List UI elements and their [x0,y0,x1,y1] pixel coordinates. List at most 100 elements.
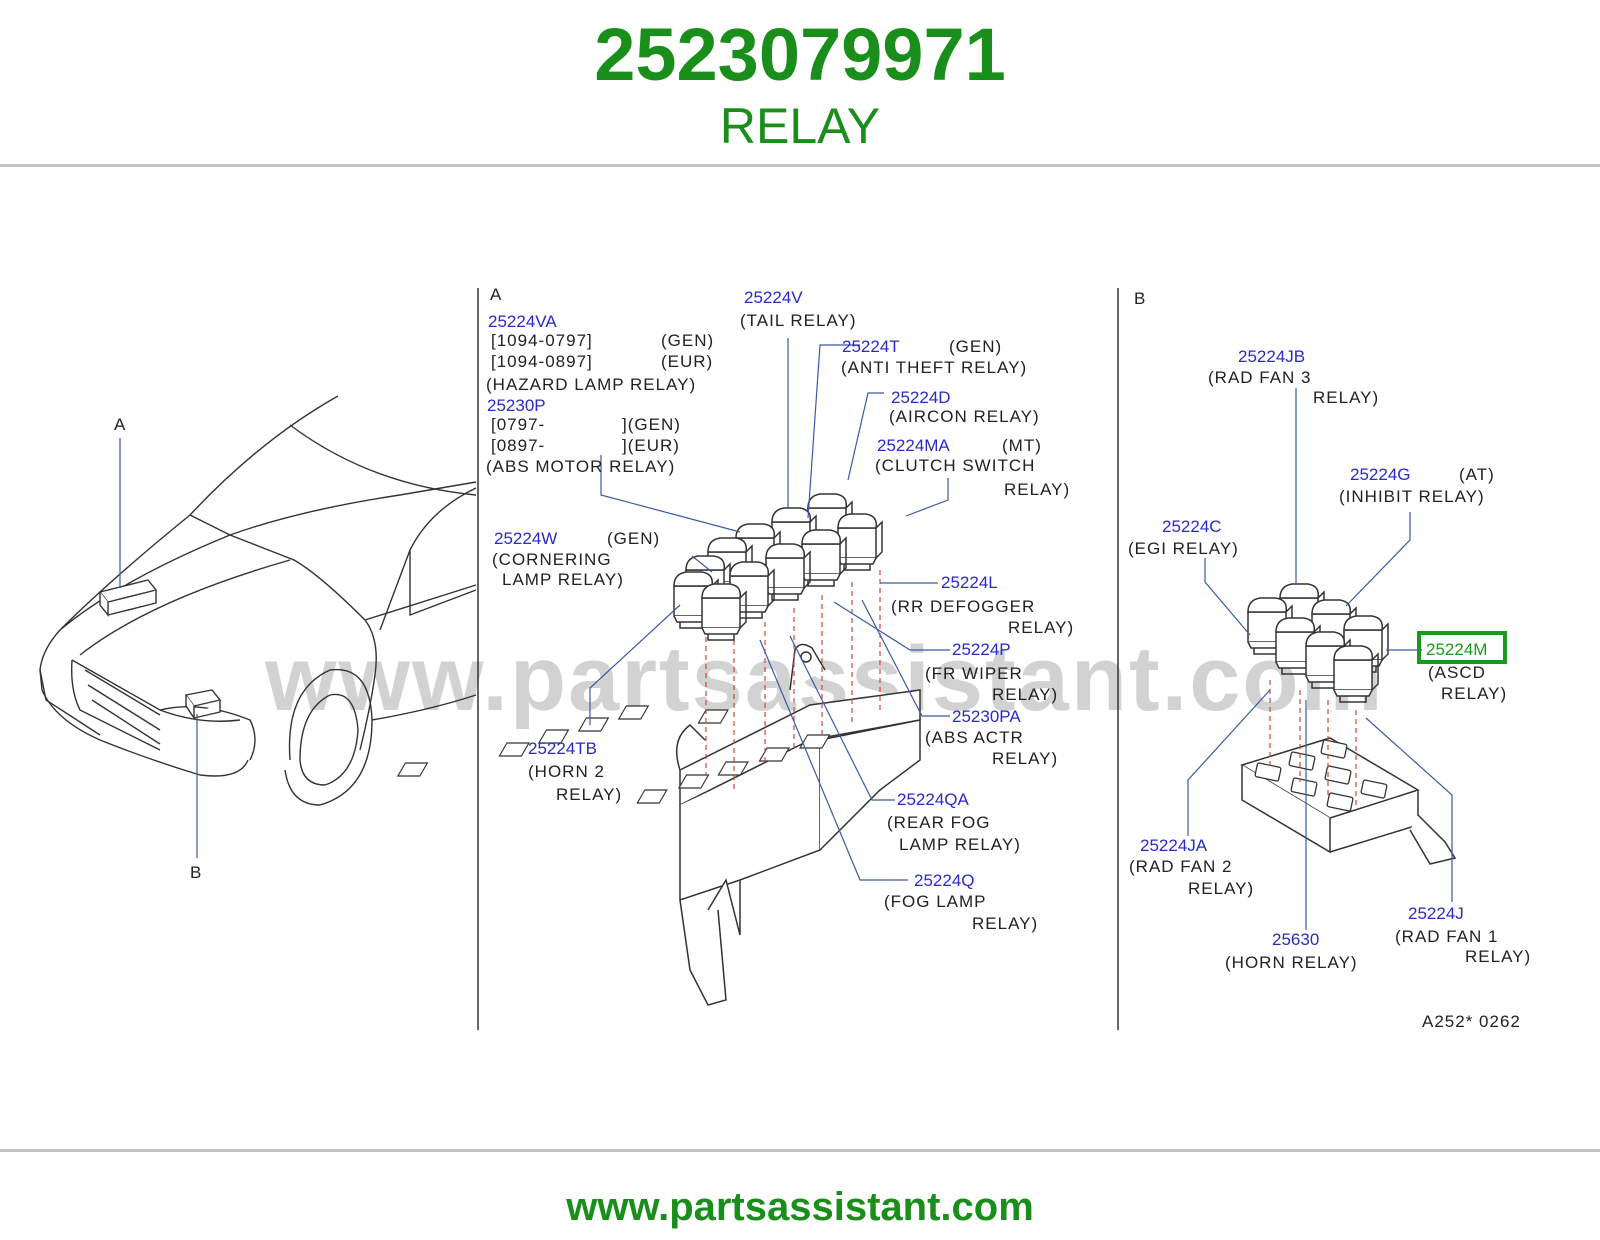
car-marker-b-box [184,689,222,721]
car-marker-a-label: A [114,415,126,434]
pn-25630[interactable]: 25630 [1272,930,1319,949]
relay-sockets-a [396,705,831,804]
leader-lines-a [589,338,950,881]
tag-eur: ](EUR) [622,436,680,455]
desc-egi-relay: (EGI RELAY) [1128,539,1239,558]
desc-rad-fan-1: (RAD FAN 1 [1395,927,1499,946]
desc-abs-actr: (ABS ACTR [925,728,1024,747]
desc-abs-motor-relay: (ABS MOTOR RELAY) [486,457,675,476]
pn-25224C[interactable]: 25224C [1162,517,1222,536]
desc-rad-fan-3: (RAD FAN 3 [1208,368,1312,387]
footer-url-link[interactable]: www.partsassistant.com [566,1185,1034,1229]
pn-25224VA[interactable]: 25224VA [488,312,557,331]
desc-relay: RELAY) [1465,947,1531,966]
desc-relay: RELAY) [972,914,1038,933]
desc-inhibit-relay: (INHIBIT RELAY) [1339,487,1485,506]
pn-25224M[interactable]: 25224M [1426,640,1487,659]
callout-25630[interactable]: 25630 (HORN RELAY) [1225,930,1358,972]
callout-25224V[interactable]: 25224V (TAIL RELAY) [740,288,857,330]
pn-25224T[interactable]: 25224T [842,337,900,356]
pn-25224J[interactable]: 25224J [1408,904,1464,923]
callout-25224T[interactable]: 25224T (GEN) (ANTI THEFT RELAY) [841,337,1027,377]
tag-mt: (MT) [1002,436,1042,455]
desc-anti-theft-relay: (ANTI THEFT RELAY) [841,358,1027,377]
desc-relay: RELAY) [992,685,1058,704]
desc-lamp-relay: LAMP RELAY) [899,835,1021,854]
desc-rr-defogger: (RR DEFOGGER [891,597,1035,616]
callout-25224MA[interactable]: 25224MA (MT) (CLUTCH SWITCH RELAY) [875,436,1070,499]
desc-relay: RELAY) [1008,618,1074,637]
desc-relay: RELAY) [992,749,1058,768]
desc-rad-fan-2: (RAD FAN 2 [1129,857,1233,876]
callout-25224W[interactable]: 25224W (GEN) (CORNERING LAMP RELAY) [492,529,660,589]
pn-25224V[interactable]: 25224V [744,288,803,307]
callout-25224P[interactable]: 25224P (FR WIPER RELAY) [925,640,1058,704]
desc-cornering: (CORNERING [492,550,612,569]
callout-25224VA[interactable]: 25224VA [1094-0797] (GEN) [1094-0897] (E… [486,312,714,394]
callout-25224G[interactable]: 25224G (AT) (INHIBIT RELAY) [1339,465,1495,506]
car-drawing [39,395,477,806]
callout-25224D[interactable]: 25224D (AIRCON RELAY) [889,388,1040,426]
pn-25224L[interactable]: 25224L [941,573,998,592]
range-1094-0897: [1094-0897] [491,352,593,371]
tag-eur: (EUR) [661,352,713,371]
tag-gen: ](GEN) [622,415,681,434]
desc-horn-2: (HORN 2 [528,762,605,781]
desc-relay: RELAY) [1313,388,1379,407]
desc-relay: RELAY) [556,785,622,804]
leader-lines-b [1187,388,1453,930]
relay-sockets-b [1254,739,1388,812]
callout-25224J[interactable]: 25224J (RAD FAN 1 RELAY) [1395,904,1531,966]
callout-25224L[interactable]: 25224L (RR DEFOGGER RELAY) [891,573,1074,637]
range-0797: [0797- [491,415,545,434]
relay-diagram: www.partsassistant.com A B A [39,285,1531,1031]
pn-25224JA[interactable]: 25224JA [1140,836,1208,855]
view-a-marker: A [490,285,502,304]
desc-ascd: (ASCD [1428,663,1486,682]
desc-hazard-lamp-relay: (HAZARD LAMP RELAY) [486,375,696,394]
pn-25224TB[interactable]: 25224TB [528,739,597,758]
callout-25230PA[interactable]: 25230PA (ABS ACTR RELAY) [925,707,1058,768]
header-divider [0,164,1600,167]
pn-25224Q[interactable]: 25224Q [914,871,975,890]
footer-divider [0,1149,1600,1152]
desc-fr-wiper: (FR WIPER [925,664,1023,683]
callout-25224C[interactable]: 25224C (EGI RELAY) [1128,517,1239,558]
tag-at: (AT) [1459,465,1495,484]
part-name-subtitle: RELAY [719,98,881,154]
pn-25230P[interactable]: 25230P [487,396,546,415]
callout-25224JA[interactable]: 25224JA (RAD FAN 2 RELAY) [1129,836,1254,898]
tag-gen: (GEN) [949,337,1002,356]
callout-25224Q[interactable]: 25224Q (FOG LAMP RELAY) [884,871,1038,933]
range-1094-0797: [1094-0797] [491,331,593,350]
desc-horn-relay: (HORN RELAY) [1225,953,1358,972]
desc-rear-fog: (REAR FOG [887,813,990,832]
range-0897: [0897- [491,436,545,455]
callout-25224QA[interactable]: 25224QA (REAR FOG LAMP RELAY) [887,790,1021,854]
part-number-title: 2523079971 [594,13,1006,96]
desc-clutch-switch: (CLUTCH SWITCH [875,456,1035,475]
desc-lamp-relay: LAMP RELAY) [502,570,624,589]
relay-guides-a [705,570,881,790]
desc-relay: RELAY) [1004,480,1070,499]
pn-25224P[interactable]: 25224P [952,640,1011,659]
pn-25224JB[interactable]: 25224JB [1238,347,1305,366]
pn-25230PA[interactable]: 25230PA [952,707,1021,726]
callout-25224JB[interactable]: 25224JB (RAD FAN 3 RELAY) [1208,347,1379,407]
callout-25230P[interactable]: 25230P [0797- ](GEN) [0897- ](EUR) (ABS … [486,396,681,476]
pn-25224D[interactable]: 25224D [891,388,951,407]
callout-25224M[interactable]: 25224M (ASCD RELAY) [1426,640,1507,703]
desc-relay: RELAY) [1441,684,1507,703]
pn-25224G[interactable]: 25224G [1350,465,1411,484]
highlight-box-25224M [1417,631,1507,664]
desc-aircon-relay: (AIRCON RELAY) [889,407,1040,426]
tag-gen: (GEN) [661,331,714,350]
diagram-code: A252* 0262 [1422,1012,1521,1031]
pn-25224QA[interactable]: 25224QA [897,790,969,809]
callout-25224TB[interactable]: 25224TB (HORN 2 RELAY) [528,739,622,804]
car-marker-b-label: B [190,863,202,882]
relay-guides-b [1269,680,1357,808]
pn-25224MA[interactable]: 25224MA [877,436,950,455]
car-marker-a-box [98,579,158,617]
pn-25224W[interactable]: 25224W [494,529,557,548]
